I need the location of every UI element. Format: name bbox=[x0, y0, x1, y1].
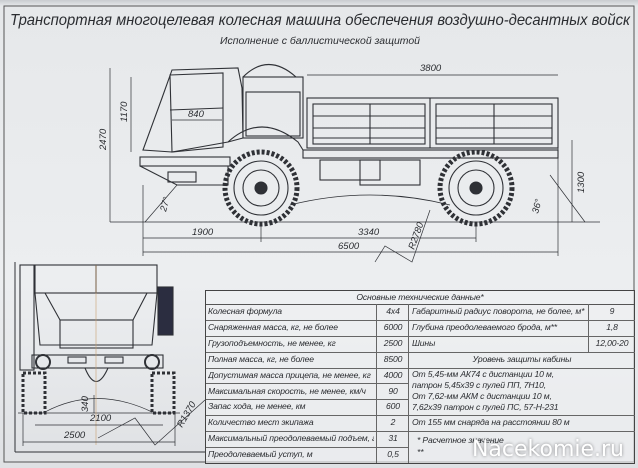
left-front-wheel bbox=[21, 371, 47, 415]
footnote: * Расчетное значение bbox=[417, 435, 504, 446]
dim-overall-height: 2470 bbox=[98, 128, 109, 151]
front-bumper bbox=[139, 156, 231, 167]
cab-window bbox=[169, 72, 224, 153]
watermark: Nacekomie.ru bbox=[471, 437, 624, 462]
dim-track: 2100 bbox=[89, 413, 112, 424]
spec-value: 2500 bbox=[376, 335, 409, 352]
spec-value: 90 bbox=[376, 383, 409, 400]
right-headlight bbox=[144, 354, 160, 370]
right-front-wheel bbox=[150, 371, 176, 415]
spec-row: Запас хода, не менее, км 600 bbox=[206, 399, 409, 417]
spec-value: 8500 bbox=[376, 351, 409, 368]
cargo-bed bbox=[306, 97, 559, 149]
spec-label: Запас хода, не менее, км bbox=[208, 401, 306, 412]
spec-row: Грузоподъемность, не менее, кг 2500 bbox=[206, 335, 409, 353]
spec-row: Колесная формула 4x4 bbox=[206, 304, 408, 321]
dim-ramp-radius: R2780 bbox=[406, 220, 426, 251]
spec-label: Допустимая масса прицепа, не менее, кг bbox=[208, 369, 371, 380]
spec-value: 2 bbox=[376, 415, 409, 432]
dim-front-radius: R1370 bbox=[175, 399, 199, 429]
spec-label: Глубина преодолеваемого брода, м** bbox=[412, 321, 557, 332]
protection-shell: От 155 мм снаряда на расстоянии 80 м bbox=[412, 417, 570, 428]
spec-value: 6000 bbox=[376, 319, 409, 336]
spec-row-right: Шины 12,00-20 bbox=[408, 335, 635, 353]
spec-row-right: Глубина преодолеваемого брода, м** 1,8 bbox=[408, 319, 635, 337]
spec-value: 600 bbox=[376, 399, 409, 416]
protection-line: патрон 5,45х39 с пулей ПП, 7Н10, bbox=[412, 379, 546, 390]
spec-row: Максимальная скорость, не менее, км/ч 90 bbox=[206, 383, 409, 401]
spec-table-header: Основные технические данные* bbox=[206, 291, 634, 305]
dim-cab-height: 1170 bbox=[119, 101, 130, 122]
axle-housing bbox=[84, 367, 109, 383]
dim-wheelbase: 3340 bbox=[358, 227, 380, 238]
spec-value: 1,8 bbox=[588, 319, 635, 336]
side-dimension-lines bbox=[109, 68, 573, 263]
dim-door-width: 840 bbox=[188, 109, 205, 120]
spec-value: 0,5 bbox=[376, 447, 409, 463]
spec-value: 12,00-20 bbox=[588, 335, 635, 352]
spec-label: Шины bbox=[412, 337, 436, 348]
spec-value: 4000 bbox=[376, 367, 409, 384]
dim-overall-width: 2500 bbox=[63, 430, 86, 441]
ramp-arc bbox=[289, 194, 451, 206]
left-headlight bbox=[35, 354, 51, 370]
spare-tire bbox=[242, 64, 297, 78]
spec-row: Преодолеваемый уступ, м 0,5 bbox=[206, 447, 408, 463]
drawing-title: Транспортная многоцелевая колесная машин… bbox=[10, 12, 631, 29]
spec-row: Количество мест экипажа 2 bbox=[206, 415, 409, 433]
cab-rear-compartment bbox=[242, 76, 304, 139]
protection-header: Уровень защиты кабины bbox=[472, 353, 572, 364]
spec-label: Полная масса, кг, не более bbox=[208, 353, 314, 364]
dim-departure-angle: 36° bbox=[530, 198, 544, 215]
right-side-block bbox=[157, 286, 174, 336]
spec-value: 4x4 bbox=[376, 304, 409, 320]
spec-row: Максимальный преодолеваемый подъем, град… bbox=[206, 431, 409, 449]
dim-ground-clearance: 340 bbox=[80, 395, 91, 412]
spec-label: Грузоподъемность, не менее, кг bbox=[208, 337, 336, 348]
front-dimension-labels: 2100 2500 340 R1370 bbox=[63, 395, 199, 441]
rear-wheel bbox=[437, 149, 515, 227]
front-dimension-lines bbox=[22, 395, 206, 446]
dim-overall-length: 6500 bbox=[338, 241, 360, 252]
spec-label: Максимальный преодолеваемый подъем, град bbox=[208, 433, 374, 444]
spec-value: 31 bbox=[376, 431, 409, 448]
protection-line: От 7,62-мм АКМ с дистанции 10 м, bbox=[412, 390, 552, 401]
fuel-tank bbox=[359, 159, 421, 186]
spec-label: Колесная формула bbox=[208, 306, 282, 316]
front-wheel bbox=[222, 149, 300, 227]
spec-label: Снаряженная масса, кг, не более bbox=[208, 321, 338, 332]
dim-bed-length: 3800 bbox=[420, 63, 442, 74]
dim-approach-angle: 27° bbox=[158, 196, 173, 214]
side-view-truck bbox=[110, 64, 600, 227]
spec-label: Количество мест экипажа bbox=[208, 417, 314, 428]
dim-bed-height: 1300 bbox=[576, 171, 587, 193]
front-view-truck bbox=[18, 264, 180, 445]
cab-outline bbox=[142, 67, 244, 153]
spec-row: Полная масса, кг, не более 8500 bbox=[206, 351, 409, 369]
footnotes: * Расчетное значение ** bbox=[408, 431, 635, 463]
spec-label: Максимальная скорость, не менее, км/ч bbox=[208, 385, 366, 396]
side-dimension-labels: 3800 2470 1170 840 1300 1900 3340 6500 R… bbox=[98, 63, 587, 252]
spec-value: 9 bbox=[588, 304, 635, 320]
spec-label: Габаритный радиус поворота, не более, м* bbox=[412, 306, 585, 316]
protection-line: От 5,45-мм АК74 с дистанции 10 м, bbox=[412, 368, 554, 379]
spec-label: Преодолеваемый уступ, м bbox=[208, 449, 313, 460]
left-mirror-housing bbox=[19, 264, 35, 371]
protection-shell-row: От 155 мм снаряда на расстоянии 80 м bbox=[408, 415, 635, 433]
spec-row: Снаряженная масса, кг, не более 6000 bbox=[206, 319, 409, 337]
dim-front-overhang: 1900 bbox=[192, 227, 214, 238]
spec-row: Допустимая масса прицепа, не менее, кг 40… bbox=[206, 367, 409, 385]
spec-row-right: Габаритный радиус поворота, не более, м*… bbox=[408, 304, 635, 321]
drawing-subtitle: Исполнение с баллистической защитой bbox=[220, 35, 420, 47]
protection-header-row: Уровень защиты кабины bbox=[408, 351, 635, 369]
footnote: ** bbox=[417, 447, 424, 458]
protection-small-arms-row: От 5,45-мм АК74 с дистанции 10 м, патрон… bbox=[408, 367, 635, 417]
protection-line: 7,62х39 патрон с пулей ПС, 57-Н-231 bbox=[412, 401, 559, 412]
front-bumper-front bbox=[31, 354, 164, 369]
spec-table: Основные технические данные* Колесная фо… bbox=[205, 290, 635, 464]
chassis-frame bbox=[302, 149, 559, 159]
